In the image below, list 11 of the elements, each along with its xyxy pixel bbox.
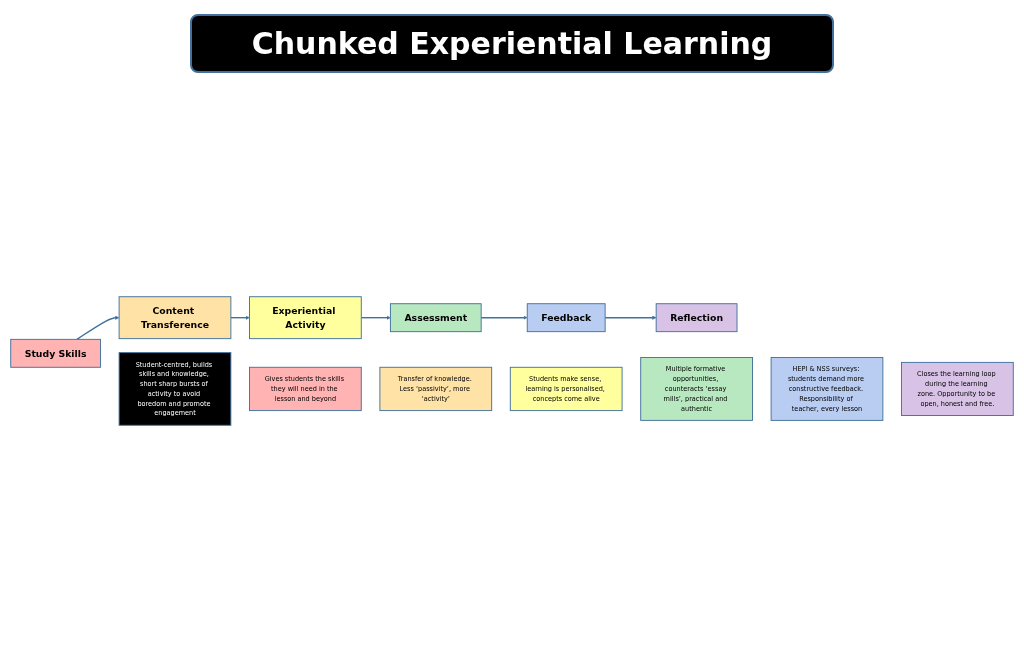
node-box: Experiential Activity	[249, 296, 362, 340]
title-banner: Chunked Experiential Learning	[189, 14, 835, 73]
node-box: Feedback	[526, 303, 606, 333]
arrow	[604, 315, 657, 320]
node-box: Study Skills	[10, 338, 101, 368]
node-box: Content Transference	[118, 296, 232, 340]
arrow	[360, 315, 391, 320]
arrow	[76, 315, 120, 341]
node-box: Reflection	[655, 303, 738, 333]
node-box: Assessment	[389, 303, 482, 333]
arrow	[480, 315, 528, 320]
